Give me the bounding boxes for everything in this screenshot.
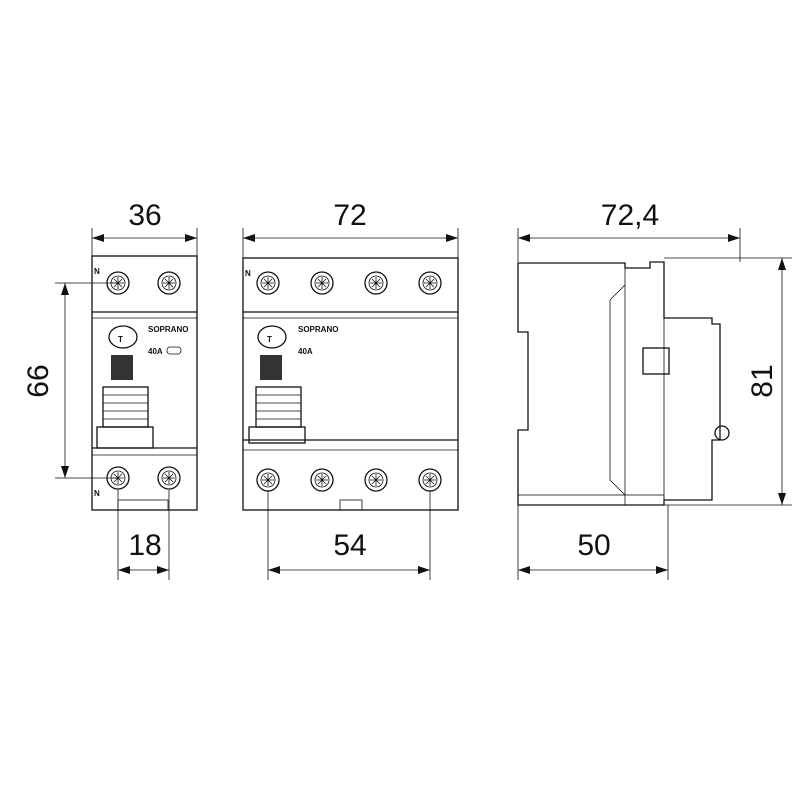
front-view-2-pole: N N T SOPRANO 40A <box>91 255 198 511</box>
dim-4p-width: 72 <box>333 199 366 232</box>
dim-side-height: 81 <box>746 364 779 397</box>
side-view <box>517 261 730 506</box>
neutral-label-top: N <box>94 267 100 276</box>
front-view-4-pole: N T SOPRANO 40A <box>242 257 459 511</box>
dim-side-depth: 72,4 <box>601 199 659 232</box>
dim-side-base: 50 <box>577 529 610 562</box>
dim-2p-width: 36 <box>128 199 161 232</box>
dim-4p-pitch: 54 <box>333 529 366 562</box>
svg-text:N: N <box>245 269 251 278</box>
logo-letter: T <box>118 335 123 344</box>
neutral-label-bottom: N <box>94 489 100 498</box>
brand-label: SOPRANO <box>148 325 188 334</box>
dim-front-height: 66 <box>22 364 55 397</box>
dim-2p-pitch: 18 <box>128 529 161 562</box>
svg-text:SOPRANO: SOPRANO <box>298 325 338 334</box>
svg-text:T: T <box>267 335 272 344</box>
rating-label: 40A <box>148 347 163 356</box>
dimension-lines <box>55 228 792 580</box>
svg-text:40A: 40A <box>298 347 313 356</box>
